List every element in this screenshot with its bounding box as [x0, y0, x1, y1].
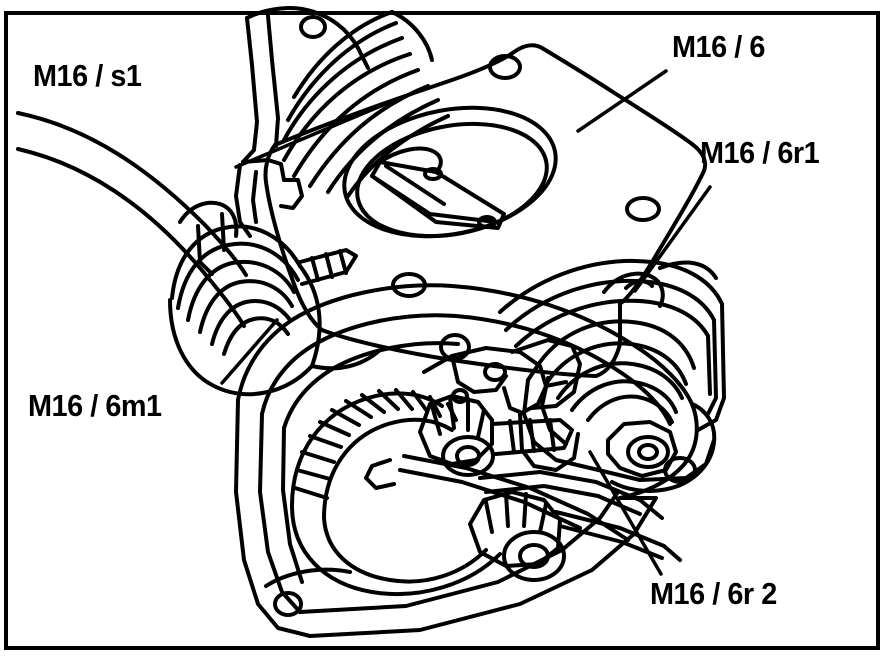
- drawing-linework: [16, 6, 726, 638]
- throttle-plate: [370, 146, 506, 230]
- housing-mount-hole: [273, 591, 303, 617]
- harness-cables: [16, 111, 248, 328]
- housing-right-flange: [610, 260, 718, 493]
- leader-m16-s1: [234, 101, 390, 169]
- upper-cable-boot: [282, 10, 450, 198]
- actuator-motor-connector: [168, 200, 382, 397]
- flange-bolt-hole-2: [625, 196, 661, 222]
- throttle-shaft-screw-1: [423, 167, 443, 181]
- roller-inner: [518, 543, 550, 569]
- idle-contact-switch-bracket: [234, 6, 360, 238]
- roller-outer: [502, 530, 566, 582]
- gear-pivot-inner: [455, 445, 481, 467]
- leader-lines: [220, 69, 712, 576]
- label-m16-6: M16 / 6: [672, 29, 765, 64]
- label-m16-6r2: M16 / 6r 2: [650, 576, 777, 611]
- linkage-hole-small: [483, 362, 507, 382]
- potentiometer-one: [498, 258, 726, 484]
- mount-hole-right: [663, 456, 697, 484]
- label-m16-6r1: M16 / 6r1: [700, 135, 820, 170]
- flange-bolt-hole-1: [488, 54, 522, 80]
- misc-detail-features: [446, 388, 469, 422]
- actuator-housing-body: [234, 283, 699, 638]
- label-m16-6m1: M16 / 6m1: [28, 388, 162, 423]
- leader-m16-6m1: [220, 318, 279, 385]
- leader-m16-6: [576, 69, 668, 133]
- linkage-hole-upper: [439, 333, 471, 361]
- throttle-shaft-screw-2: [477, 215, 497, 229]
- gear-roller-lower: [468, 490, 566, 582]
- label-m16-s1: M16 / s1: [33, 58, 142, 93]
- gear-pivot-outer: [441, 435, 495, 477]
- return-spring-coil: [290, 388, 502, 597]
- bore-inner-ring: [355, 121, 549, 239]
- figure-border: [4, 11, 880, 650]
- leader-m16-6r2: [588, 450, 663, 576]
- throttle-bore: [342, 105, 558, 239]
- leader-m16-6r1: [633, 185, 712, 293]
